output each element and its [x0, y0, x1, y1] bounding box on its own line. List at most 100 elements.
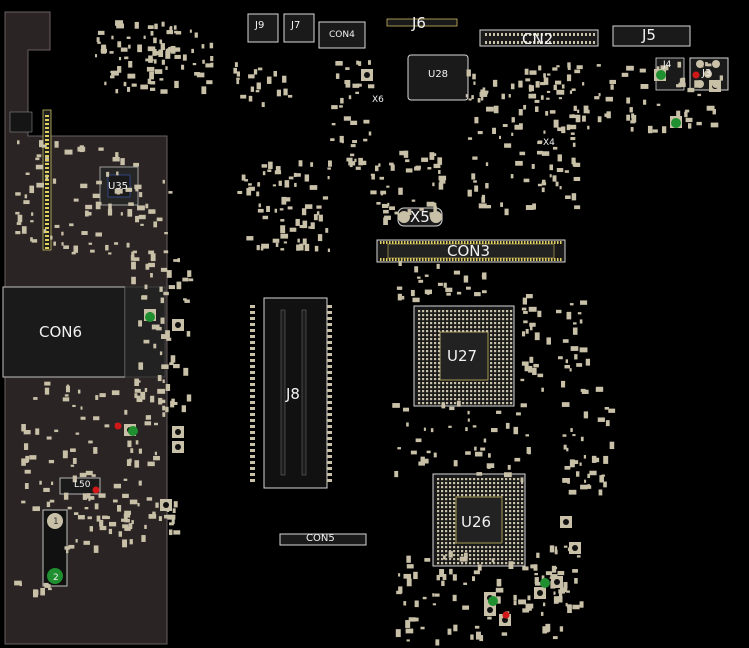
connector-pin [327, 359, 332, 362]
label-u27[interactable]: U27 [447, 347, 478, 365]
bga-ball [426, 386, 429, 389]
label-j9[interactable]: J9 [255, 20, 265, 31]
pad [129, 458, 132, 463]
pad [434, 593, 440, 597]
bga-ball [449, 534, 452, 537]
bga-ball [490, 358, 493, 361]
connector-pin [45, 147, 49, 149]
connector-pin [413, 241, 415, 244]
bga-ball [453, 510, 456, 513]
pad [118, 531, 123, 537]
label-con3[interactable]: CON3 [447, 242, 491, 260]
bga-ball [486, 330, 489, 333]
label-j7[interactable]: J7 [291, 20, 301, 31]
label-j6[interactable]: J6 [412, 14, 426, 32]
label-j3[interactable]: J3 [702, 68, 712, 79]
label-con6[interactable]: CON6 [39, 323, 83, 341]
bga-ball [442, 394, 445, 397]
pad [405, 159, 410, 163]
pad [105, 244, 109, 251]
bga-ball [501, 486, 504, 489]
bga-ball [441, 490, 444, 493]
label-u26[interactable]: U26 [461, 513, 492, 531]
label-con4[interactable]: CON4 [329, 30, 355, 40]
pad [439, 569, 445, 577]
label-x5[interactable]: X5 [410, 208, 430, 226]
bga-ball [482, 314, 485, 317]
pad [573, 176, 581, 182]
label-l50[interactable]: L50 [74, 480, 91, 490]
connector-pin [45, 155, 49, 157]
bga-ball [498, 310, 501, 313]
bga-ball [505, 478, 508, 481]
pad [24, 194, 28, 199]
bga-ball [422, 358, 425, 361]
bga-ball [490, 378, 493, 381]
pad [476, 472, 483, 476]
j9-connector [247, 13, 279, 43]
pad [295, 173, 301, 177]
connector-pin [485, 241, 487, 244]
bga-ball [441, 526, 444, 529]
bga-ball [470, 330, 473, 333]
connector-pin [250, 317, 255, 320]
pad [150, 253, 156, 262]
pad [583, 411, 589, 419]
bga-ball [513, 518, 516, 521]
label-j4[interactable]: J4 [663, 60, 672, 70]
bga-ball [453, 542, 456, 545]
pad [75, 432, 80, 435]
bga-ball [521, 490, 524, 493]
bga-ball [454, 390, 457, 393]
connector-pin [250, 311, 255, 314]
bga-ball [462, 382, 465, 385]
pad [163, 291, 169, 296]
connector-pin [479, 258, 481, 261]
pad [501, 93, 505, 100]
pad [389, 162, 394, 166]
bga-ball [430, 314, 433, 317]
u28-chip [407, 54, 469, 101]
connector-pin [250, 431, 255, 434]
bga-ball [502, 402, 505, 405]
bga-ball [490, 362, 493, 365]
bga-ball [430, 390, 433, 393]
label-con5[interactable]: CON5 [306, 533, 335, 544]
bga-ball [453, 522, 456, 525]
pad [521, 307, 527, 311]
label-u35[interactable]: U35 [108, 181, 129, 192]
pad [483, 438, 487, 443]
connector-pin [410, 258, 412, 261]
bga-ball [510, 402, 513, 405]
bga-ball [517, 534, 520, 537]
bga-ball [509, 510, 512, 513]
label-j8[interactable]: J8 [286, 385, 300, 403]
bga-ball [509, 482, 512, 485]
drill-hole [364, 72, 370, 78]
bga-ball [506, 334, 509, 337]
pad [496, 410, 502, 414]
bga-ball [473, 550, 476, 553]
bga-ball [438, 402, 441, 405]
bga-ball [474, 330, 477, 333]
pad [485, 162, 489, 167]
pad [514, 124, 523, 130]
bga-ball [442, 386, 445, 389]
connector-pin [45, 127, 49, 129]
bga-ball [430, 330, 433, 333]
pad [560, 380, 566, 388]
bga-ball [521, 498, 524, 501]
pad [174, 54, 181, 59]
label-u28[interactable]: U28 [428, 69, 449, 80]
bga-ball [506, 402, 509, 405]
pad [159, 351, 163, 356]
bga-ball [446, 314, 449, 317]
j5-connector [612, 25, 691, 47]
label-cn2[interactable]: CN2 [522, 30, 554, 48]
label-j5[interactable]: J5 [642, 26, 656, 44]
pad [275, 166, 281, 174]
label-x6[interactable]: X6 [372, 95, 384, 105]
pad [541, 182, 547, 186]
label-x4[interactable]: X4 [543, 138, 555, 148]
